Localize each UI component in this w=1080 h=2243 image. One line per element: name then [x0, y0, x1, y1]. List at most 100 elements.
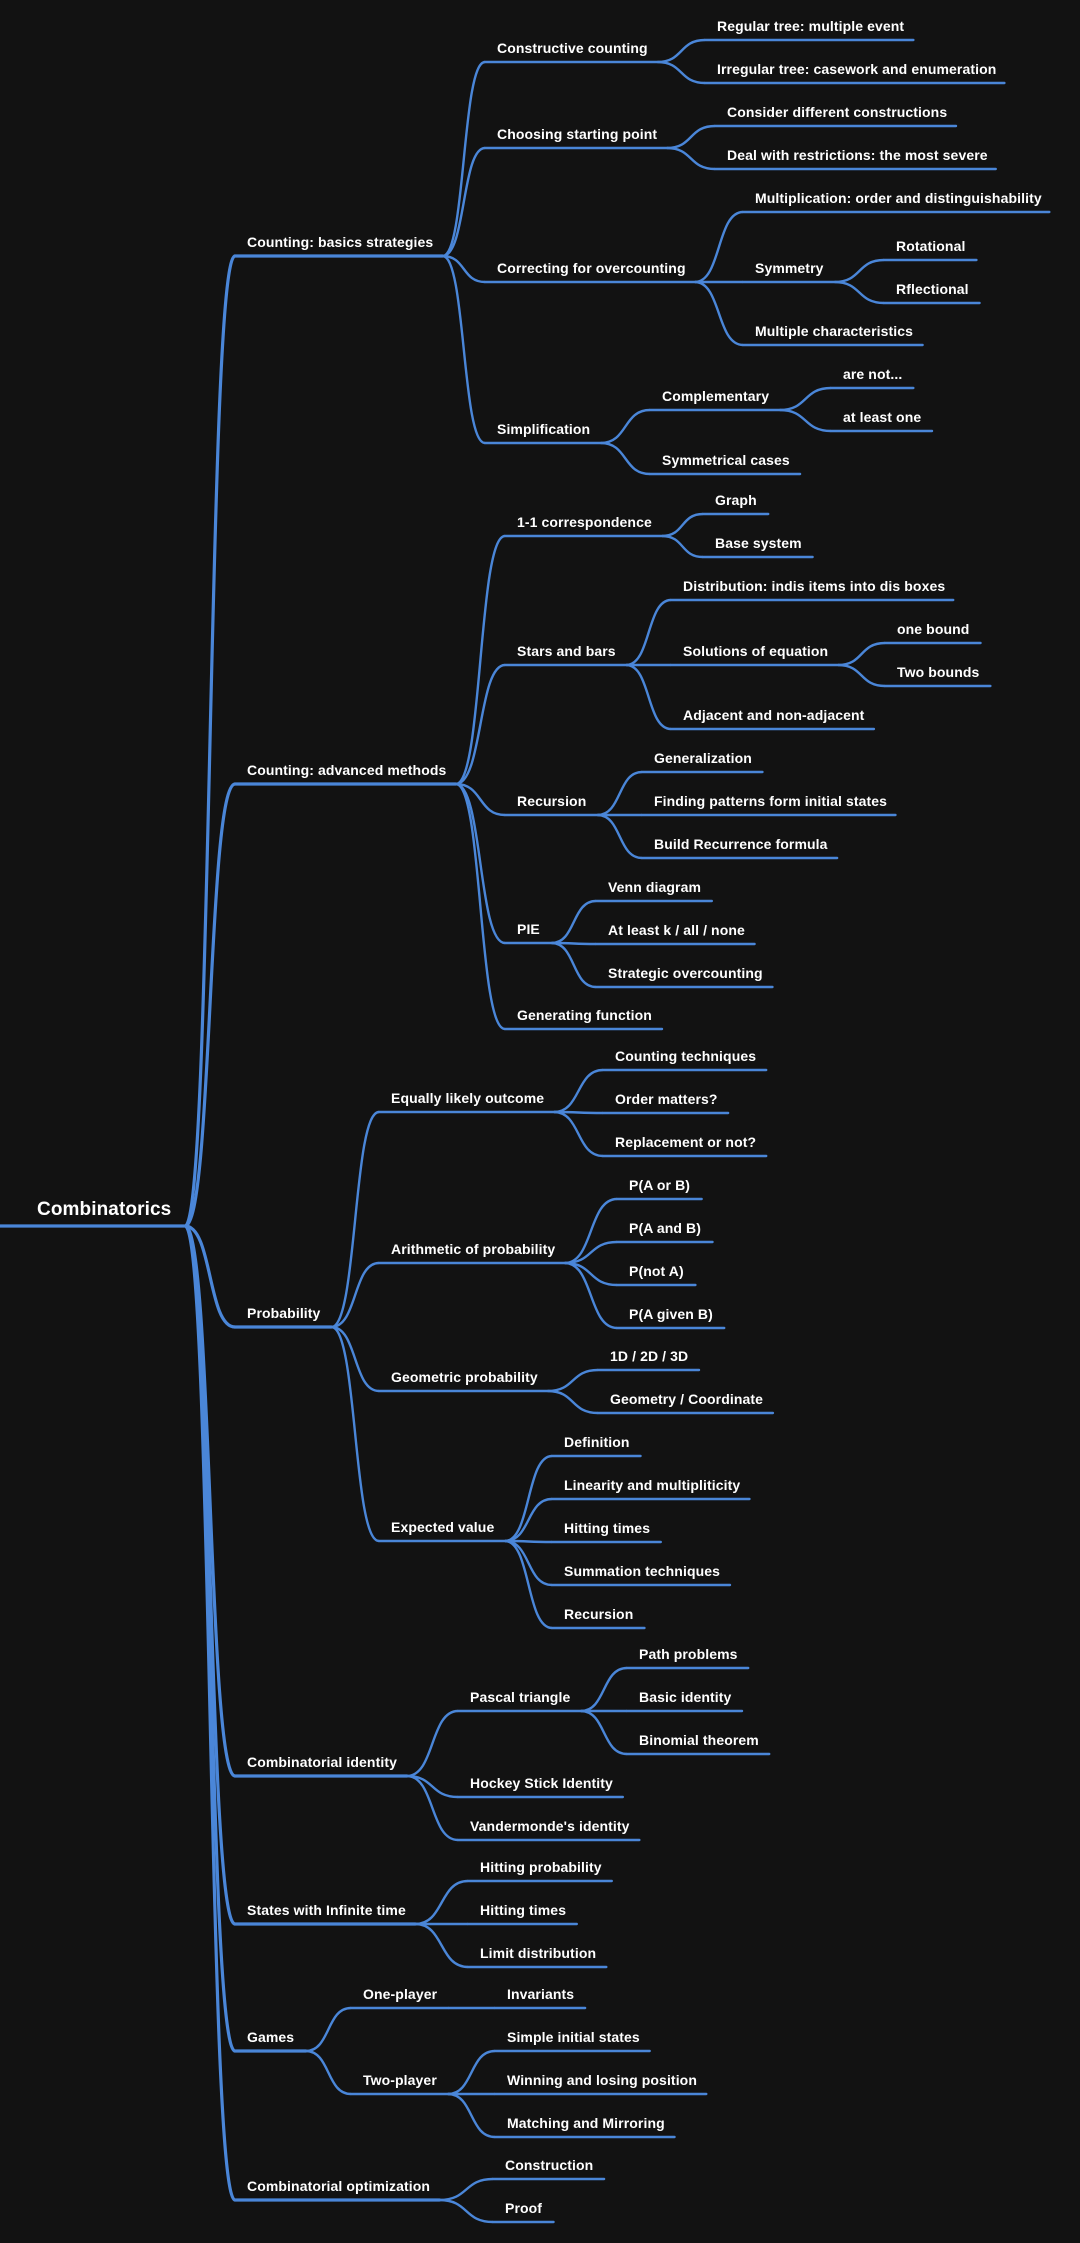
- connector-summation-techniques: [504, 1539, 553, 1587]
- connector-generalization: [597, 770, 643, 817]
- topic-geometry-coordinate: Geometry / Coordinate: [610, 1391, 764, 1407]
- connector-venn-diagram: [551, 899, 597, 945]
- topic-solutions-of-equation: Solutions of equation: [683, 643, 829, 659]
- connector-distribution-indis-items-into-dis-boxes: [626, 598, 672, 667]
- connector-games: [183, 1224, 237, 2053]
- connector-rotational: [834, 258, 885, 284]
- topic-hitting-probability: Hitting probability: [480, 1859, 602, 1875]
- connector-equally-likely-outcome: [330, 1110, 380, 1329]
- connector-geometric-probability: [331, 1325, 380, 1393]
- topic-are-not: are not...: [843, 366, 903, 382]
- topic-generating-function: Generating function: [517, 1007, 652, 1023]
- topic-two-player: Two-player: [363, 2072, 437, 2088]
- connector-regular-tree-multiple-event: [657, 38, 706, 64]
- topic-recursion: Recursion: [564, 1606, 634, 1622]
- topic-stars-and-bars: Stars and bars: [517, 643, 616, 659]
- connector-base-system: [661, 534, 704, 559]
- topic-simplification: Simplification: [497, 421, 591, 437]
- topic-order-matters: Order matters?: [615, 1091, 718, 1107]
- topic-pascal-triangle: Pascal triangle: [470, 1689, 571, 1705]
- topic-hitting-times: Hitting times: [480, 1902, 567, 1918]
- topic-counting-basics-strategies: Counting: basics strategies: [247, 234, 434, 250]
- topic-hitting-times: Hitting times: [564, 1520, 651, 1536]
- connector-symmetrical-cases: [600, 441, 651, 476]
- topic-p-not-a: P(not A): [629, 1263, 684, 1279]
- topic-linearity-and-multipliticity: Linearity and multipliticity: [564, 1477, 741, 1493]
- topic-pie: PIE: [517, 921, 540, 937]
- topic-complementary: Complementary: [662, 388, 770, 404]
- topic-games: Games: [247, 2029, 295, 2045]
- topic-construction: Construction: [505, 2157, 594, 2173]
- connector-expected-value: [330, 1325, 380, 1543]
- topic-vandermonde-s-identity: Vandermonde's identity: [470, 1818, 630, 1834]
- topic-correcting-for-overcounting: Correcting for overcounting: [497, 260, 686, 276]
- topic-finding-patterns-form-initial-states: Finding patterns form initial states: [654, 793, 888, 809]
- topic-equally-likely-outcome: Equally likely outcome: [391, 1090, 545, 1106]
- connector-correcting-for-overcounting: [442, 254, 486, 284]
- connector-geometry-coordinate: [547, 1389, 599, 1415]
- connector-simplification: [442, 254, 486, 445]
- topic-strategic-overcounting: Strategic overcounting: [608, 965, 763, 981]
- topic-rotational: Rotational: [896, 238, 966, 254]
- topic-multiplication-order-and-distinguishability: Multiplication: order and distinguishabi…: [755, 190, 1042, 206]
- topic-hockey-stick-identity: Hockey Stick Identity: [470, 1775, 613, 1791]
- topic-deal-with-restrictions-the-most-severe: Deal with restrictions: the most severe: [727, 147, 988, 163]
- connector-stars-and-bars: [455, 663, 506, 786]
- topic-base-system: Base system: [715, 535, 802, 551]
- topic-invariants: Invariants: [507, 1986, 575, 2002]
- connector-rflectional: [834, 280, 885, 305]
- connector-one-player: [305, 2006, 352, 2053]
- topic-probability: Probability: [247, 1305, 321, 1321]
- connector-two-player: [305, 2049, 352, 2096]
- topic-one-bound: one bound: [897, 621, 970, 637]
- connector-pie: [455, 782, 506, 945]
- connector-adjacent-and-non-adjacent: [626, 663, 672, 731]
- connector-generating-function: [455, 782, 506, 1031]
- connector-recursion: [504, 1539, 553, 1630]
- topic-multiple-characteristics: Multiple characteristics: [755, 323, 914, 339]
- connector-irregular-tree-casework-and-enumeration: [657, 60, 706, 85]
- connector-construction: [439, 2177, 494, 2202]
- connector-at-least-one: [779, 408, 832, 433]
- connector-vandermonde-s-identity: [406, 1774, 459, 1842]
- connector-definition: [504, 1454, 553, 1543]
- connector-path-problems: [580, 1666, 628, 1713]
- topic-rflectional: Rflectional: [896, 281, 969, 297]
- topic-constructive-counting: Constructive counting: [497, 40, 648, 56]
- connector-1-1-correspondence: [455, 534, 506, 786]
- topic-states-with-infinite-time: States with Infinite time: [247, 1902, 406, 1918]
- topic-combinatorial-optimization: Combinatorial optimization: [247, 2178, 431, 2194]
- connector-choosing-starting-point: [442, 146, 486, 258]
- topic-at-least-k-all-none: At least k / all / none: [608, 922, 745, 938]
- connector-multiple-characteristics: [694, 280, 744, 347]
- connector-consider-different-constructions: [666, 124, 716, 150]
- connector-deal-with-restrictions-the-most-severe: [666, 146, 716, 171]
- topic-matching-and-mirroring: Matching and Mirroring: [507, 2115, 665, 2131]
- topic-graph: Graph: [715, 492, 757, 508]
- connector-states-with-infinite-time: [183, 1224, 237, 1926]
- topic-choosing-starting-point: Choosing starting point: [497, 126, 658, 142]
- topic-two-bounds: Two bounds: [897, 664, 980, 680]
- connector-p-a-or-b: [564, 1197, 618, 1265]
- connector-pascal-triangle: [406, 1709, 459, 1778]
- topic-counting-techniques: Counting techniques: [615, 1048, 757, 1064]
- connector-linearity-and-multipliticity: [504, 1497, 553, 1543]
- topic-one-player: One-player: [363, 1986, 438, 2002]
- connector-build-recurrence-formula: [597, 813, 643, 860]
- topic-p-a-given-b: P(A given B): [629, 1306, 713, 1322]
- connector-replacement-or-not: [553, 1110, 604, 1158]
- topic-simple-initial-states: Simple initial states: [507, 2029, 640, 2045]
- connector-recursion: [455, 782, 506, 817]
- topic-recursion: Recursion: [517, 793, 587, 809]
- topic-venn-diagram: Venn diagram: [608, 879, 702, 895]
- topic-p-a-and-b: P(A and B): [629, 1220, 702, 1236]
- connector-arithmetic-of-probability: [331, 1261, 380, 1329]
- topic-consider-different-constructions: Consider different constructions: [727, 104, 948, 120]
- topic-build-recurrence-formula: Build Recurrence formula: [654, 836, 828, 852]
- topic-irregular-tree-casework-and-enumeration: Irregular tree: casework and enumeration: [717, 61, 997, 77]
- connector-1d-2d-3d: [547, 1368, 599, 1393]
- connector-matching-and-mirroring: [447, 2092, 496, 2139]
- connector-multiplication-order-and-distinguishability: [694, 210, 744, 284]
- topic-replacement-or-not: Replacement or not?: [615, 1134, 757, 1150]
